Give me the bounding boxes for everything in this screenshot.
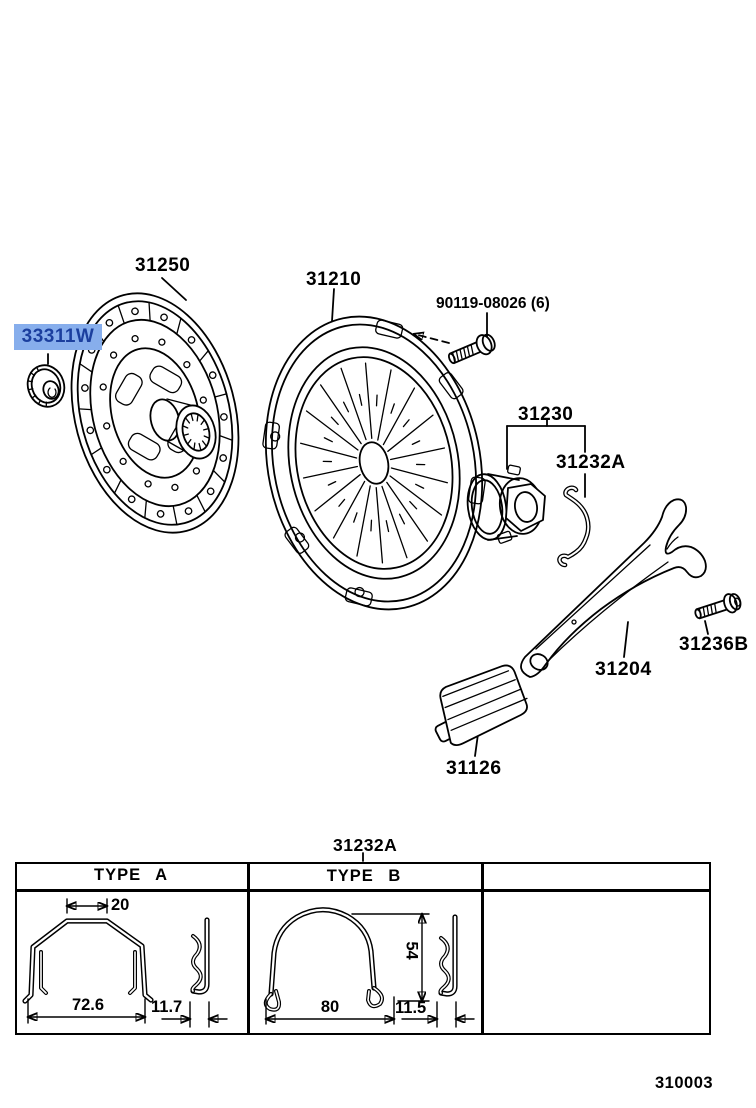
leader-lines	[47, 277, 709, 862]
callout-hub-seal-highlighted[interactable]: 33311W	[14, 324, 102, 350]
spec-table-title: 31232A	[333, 835, 398, 855]
callout-cover-bolt[interactable]: 90119-08026 (6)	[436, 295, 550, 312]
clip-spec-table	[15, 862, 711, 1035]
fork-bolt-drawing	[694, 593, 742, 620]
dim-type-a-side-width: 11.7	[151, 998, 183, 1016]
callout-fork-bolt[interactable]: 31236B	[679, 634, 749, 655]
table-header-divider	[17, 889, 709, 892]
callout-release-fork[interactable]: 31204	[595, 658, 652, 680]
hub-seal-drawing	[26, 364, 66, 408]
callout-release-bearing[interactable]: 31230	[518, 404, 574, 425]
bearing-clip-drawing	[557, 485, 591, 568]
clutch-disc-drawing	[70, 292, 240, 534]
clutch-cover-drawing	[262, 315, 486, 611]
callout-bearing-clip[interactable]: 31232A	[556, 452, 626, 473]
dim-type-a-top-width: 20	[111, 896, 130, 914]
page-code: 310003	[655, 1074, 714, 1092]
callout-clutch-disc[interactable]: 31250	[135, 255, 191, 276]
dim-type-b-base-width: 80	[320, 998, 340, 1016]
fork-boot-drawing	[434, 664, 528, 747]
type-a-header: TYPE A	[94, 866, 168, 884]
dim-type-a-base-width: 72.6	[71, 996, 105, 1014]
dim-type-b-height: 54	[402, 941, 421, 960]
release-bearing-drawing	[466, 464, 546, 544]
cover-bolt-drawing	[447, 333, 496, 365]
callout-clutch-cover[interactable]: 31210	[306, 269, 362, 290]
table-column-divider-2	[481, 864, 484, 1033]
table-column-divider-1	[247, 864, 250, 1033]
dim-type-b-side-width: 11.5	[395, 999, 427, 1017]
callout-fork-boot[interactable]: 31126	[446, 757, 502, 779]
type-b-header: TYPE B	[326, 867, 402, 885]
